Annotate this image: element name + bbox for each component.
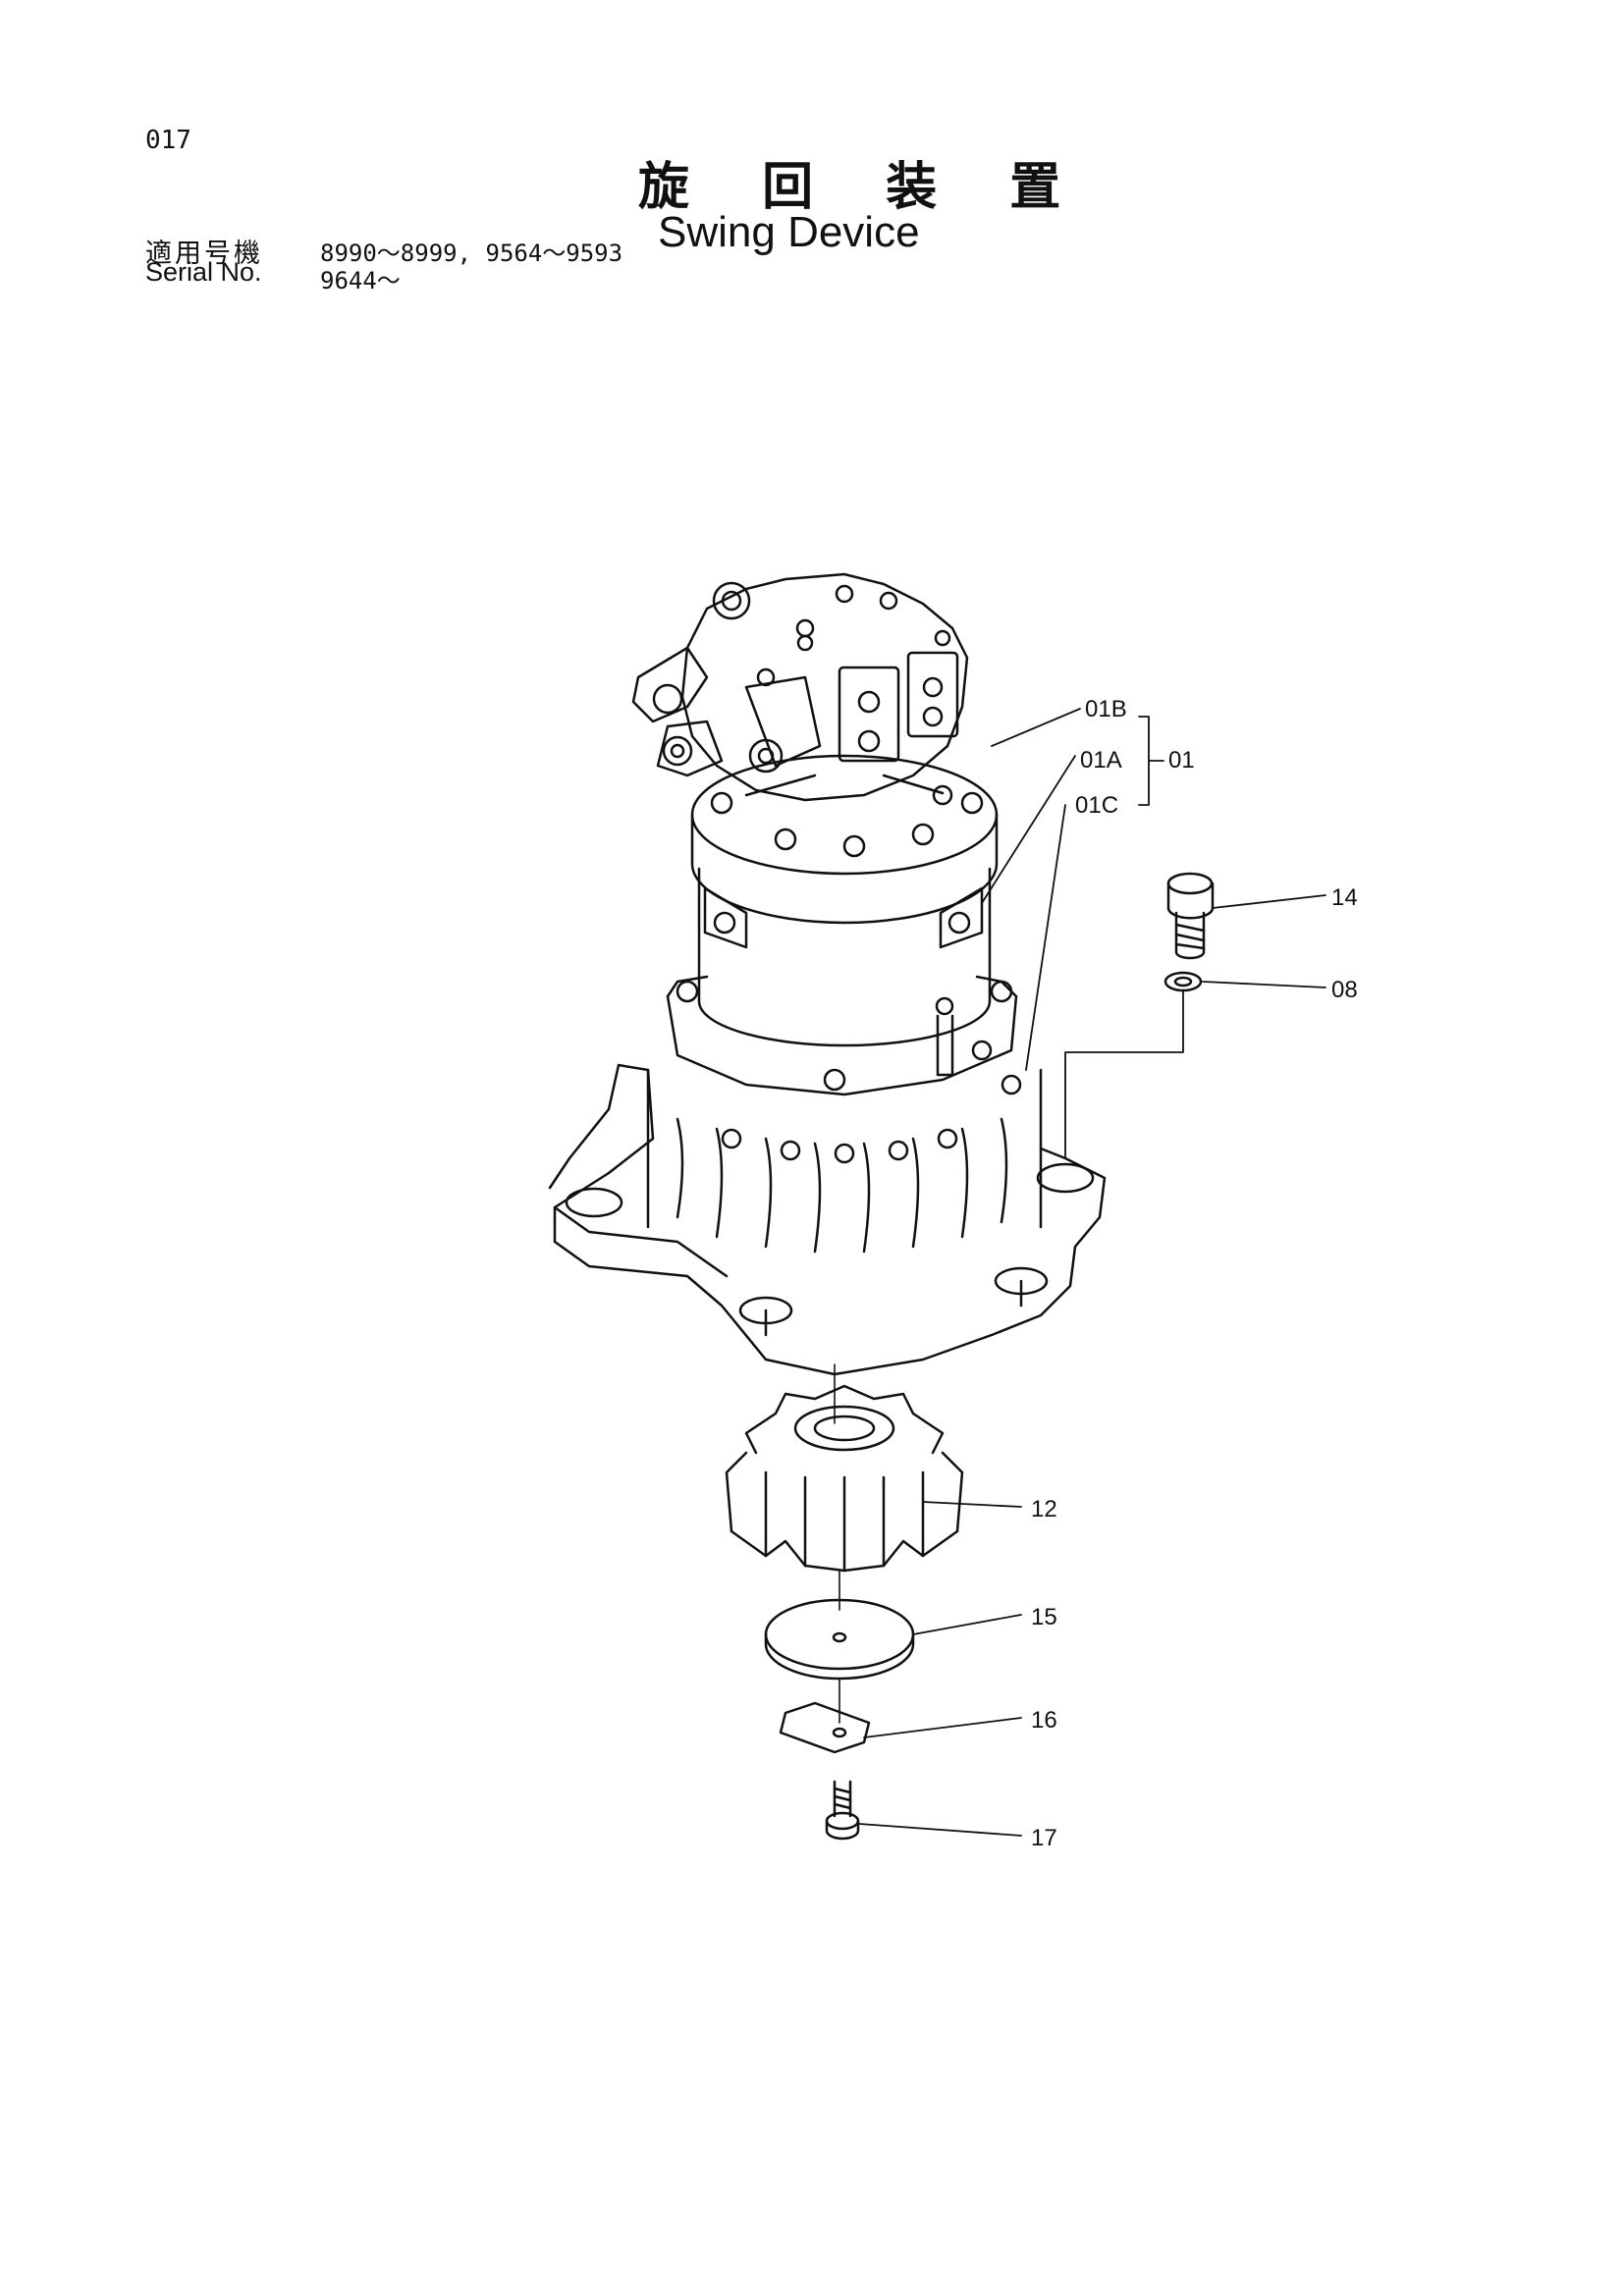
serial-range-2: 9644～ (320, 267, 401, 294)
serial-label-ja: 適用号機 (145, 239, 263, 269)
callout-15: 15 (1031, 1604, 1057, 1630)
callout-12: 12 (1031, 1496, 1057, 1522)
page-number: 017 (145, 126, 191, 155)
bolt-17 (825, 1780, 860, 1841)
callout-16: 16 (1031, 1707, 1057, 1734)
pinion-gear (725, 1363, 964, 1573)
lock-plate (779, 1678, 871, 1754)
swing-motor-assembly (631, 572, 1018, 1096)
thrust-plate (764, 1570, 915, 1681)
page-title-en: Swing Device (658, 208, 920, 256)
serial-label-en: Serial No. (145, 257, 262, 287)
callout-01B: 01B (1085, 696, 1127, 722)
reduction-gear-case (548, 1063, 1107, 1376)
leader-lines (858, 708, 1326, 1837)
bolt-14 (1166, 872, 1215, 960)
page-title-ja: 旋 回 装 置 (638, 158, 1089, 217)
callout-17: 17 (1031, 1825, 1057, 1851)
callout-labels: 01B 01A 01 01C 14 08 12 15 16 17 (1031, 696, 1358, 1851)
callout-14: 14 (1331, 884, 1358, 911)
callout-01A: 01A (1080, 747, 1122, 774)
callout-01C: 01C (1075, 792, 1118, 819)
callout-08: 08 (1331, 977, 1358, 1003)
serial-range-1: 8990～8999, 9564～9593 (320, 240, 623, 267)
washer-08 (1163, 971, 1203, 992)
callout-01: 01 (1168, 747, 1195, 774)
